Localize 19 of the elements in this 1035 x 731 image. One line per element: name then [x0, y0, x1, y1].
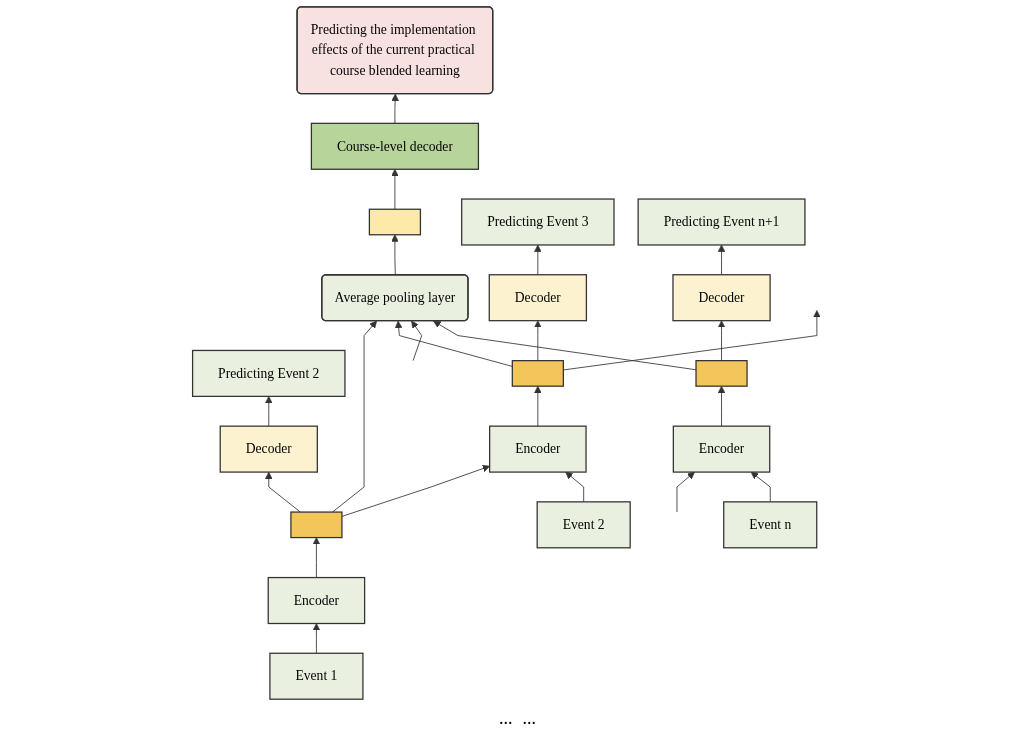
node-bar [511, 360, 564, 387]
node-box: Course-level decoder [310, 122, 480, 170]
ellipsis-text: ... [499, 708, 513, 729]
node-box: Encoder [267, 576, 366, 625]
node-box: Event 2 [536, 501, 631, 549]
node-box: Decoder [219, 425, 318, 473]
node-box: Encoder [672, 425, 771, 473]
node-box: Event 1 [269, 652, 364, 700]
node-box: Event n [723, 501, 818, 549]
node-box: Decoder [488, 274, 588, 322]
node-box: Encoder [489, 425, 587, 473]
node-box: Predicting Event n+1 [637, 198, 806, 246]
ellipsis-text: ... [522, 708, 536, 729]
node-bar [368, 208, 422, 236]
node-bar [695, 360, 748, 387]
node-box: Predicting Event 2 [191, 349, 346, 397]
node-box: Decoder [672, 274, 771, 322]
node-box: Predicting Event 3 [461, 198, 615, 246]
node-bar [290, 511, 343, 539]
